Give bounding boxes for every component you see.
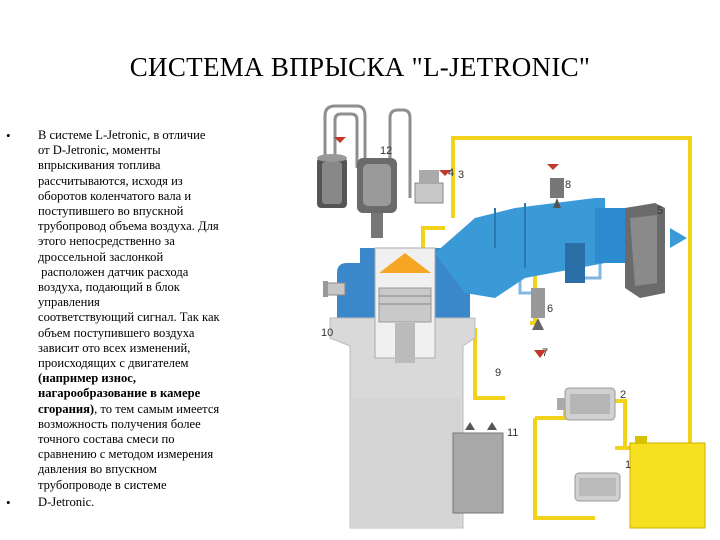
label-8: 8 [565, 179, 571, 191]
text-line: расположен датчик расхода [38, 264, 189, 279]
text-line-bold: сгорания) [38, 401, 95, 416]
label-12: 12 [380, 145, 392, 157]
text-line: оборотов коленчатого вала и [38, 188, 192, 203]
label-3: 3 [458, 169, 464, 181]
label-9: 9 [495, 367, 501, 379]
bullet-item-d-jetronic: • D-Jetronic. [6, 494, 290, 510]
signal-arrow-icon [334, 137, 559, 358]
text-line: зависит ото всех изменений, [38, 340, 191, 355]
bullet-marker: • [6, 494, 11, 510]
bullet-list: • В системе L-Jetronic, в отличие от D-J… [6, 128, 290, 510]
text-line: , то тем самым имеется [94, 401, 220, 416]
label-1: 1 [625, 459, 631, 471]
text-line: воздуха, подающий в блок [38, 280, 180, 295]
page-title: СИСТЕМА ВПРЫСКА "L-JETRONIC" [129, 52, 591, 82]
air-inlet-arrow-icon [670, 228, 687, 248]
text-line: трубопровод объема воздуха. Для [38, 219, 219, 234]
text-line-bold: нагарообразование в камере [38, 386, 201, 401]
wire-harness [323, 104, 412, 198]
text-line: возможность получения более [38, 416, 201, 431]
text-line: поступившего во впускной [38, 204, 184, 219]
label-4: 4 [448, 167, 454, 179]
injector-icon [531, 288, 545, 330]
text-line: от D-Jetronic, моменты [38, 143, 161, 158]
label-11: 11 [507, 427, 518, 439]
label-2: 2 [620, 389, 626, 401]
spark-plug-icon [323, 281, 346, 297]
bullet-item-description: • В системе L-Jetronic, в отличие от D-J… [6, 128, 290, 493]
text-line: сравнению с методом измерения [38, 447, 214, 462]
text-line: этого непосредственно за [38, 234, 175, 249]
text-line: управления [38, 295, 100, 310]
intake-manifold-icon [435, 198, 665, 298]
control-unit-icon [414, 170, 444, 204]
label-10: 10 [321, 327, 333, 339]
fuel-pump-icon [557, 387, 616, 421]
ignition-coil-icon [317, 154, 347, 208]
text-line: давления во впускном [38, 462, 157, 477]
text-line: D-Jetronic. [38, 494, 95, 509]
temperature-sensor-icon [550, 178, 564, 208]
injection-system-diagram: 1 2 3 4 5 6 7 8 9 10 11 12 [317, 104, 706, 529]
text-line: впрыскивания топлива [38, 158, 161, 173]
fuel-filter-icon [574, 472, 621, 502]
text-line: объем поступившего воздуха [38, 325, 195, 340]
text-line: дроссельной заслонкой [38, 249, 164, 264]
text-line: точного состава смеси по [38, 432, 175, 447]
fuel-tank-icon [629, 436, 706, 529]
bullet-marker: • [6, 128, 11, 143]
label-5: 5 [657, 205, 663, 217]
text-line: рассчитываются, исходя из [38, 173, 183, 188]
label-6: 6 [547, 303, 553, 315]
engine-block-icon [329, 247, 476, 529]
text-line: В системе L-Jetronic, в отличие [38, 128, 206, 142]
text-line: соответствующий сигнал. Так как [38, 310, 220, 325]
text-line: трубопроводе в системе [38, 477, 167, 492]
text-line: происходящих с двигателем [38, 356, 189, 371]
label-7: 7 [542, 347, 548, 359]
ecu-box-icon [452, 422, 504, 514]
text-line-bold: (например износ, [38, 371, 137, 386]
distributor-icon [357, 158, 397, 238]
